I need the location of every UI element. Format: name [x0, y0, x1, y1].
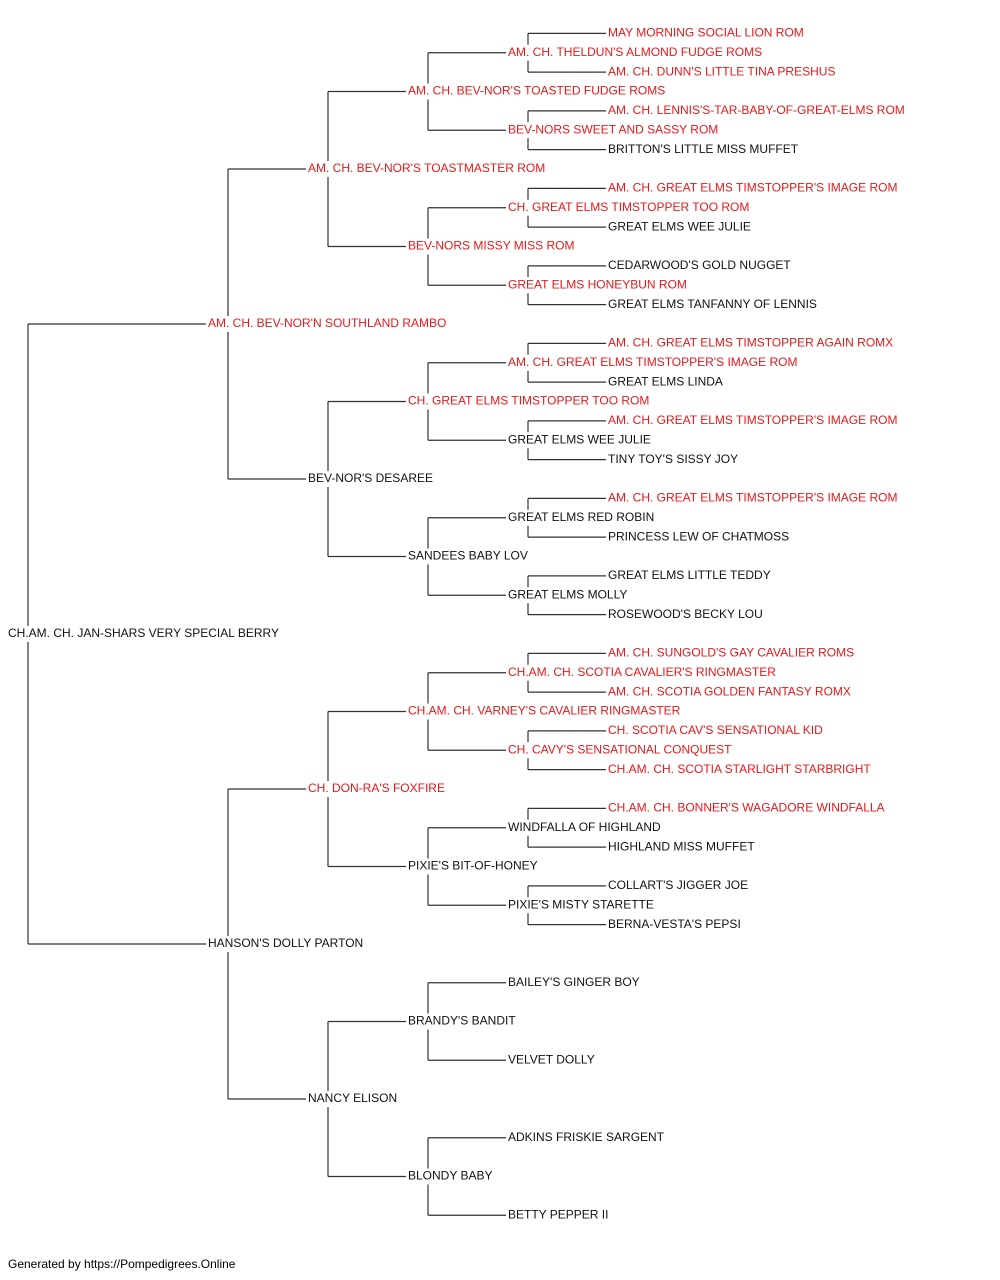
- pedigree-name-gen-2: AM. CH. BEV-NOR'S TOASTMASTER ROM: [308, 161, 545, 175]
- pedigree-name-gen-5: GREAT ELMS TANFANNY OF LENNIS: [608, 297, 817, 311]
- pedigree-name-gen-4: GREAT ELMS HONEYBUN ROM: [508, 277, 687, 291]
- pedigree-name-gen-5: MAY MORNING SOCIAL LION ROM: [608, 26, 804, 40]
- pedigree-name-gen-0: CH.AM. CH. JAN-SHARS VERY SPECIAL BERRY: [8, 626, 279, 640]
- pedigree-name-gen-4: AM. CH. THELDUN'S ALMOND FUDGE ROMS: [508, 45, 762, 59]
- pedigree-name-gen-4: BEV-NORS SWEET AND SASSY ROM: [508, 122, 718, 136]
- pedigree-name-gen-4: AM. CH. GREAT ELMS TIMSTOPPER'S IMAGE RO…: [508, 355, 797, 369]
- pedigree-name-gen-5: BRITTON'S LITTLE MISS MUFFET: [608, 142, 799, 156]
- pedigree-name-gen-4: PIXIE'S MISTY STARETTE: [508, 897, 654, 911]
- pedigree-name-gen-3: CH.AM. CH. VARNEY'S CAVALIER RINGMASTER: [408, 704, 681, 718]
- pedigree-name-gen-5: AM. CH. GREAT ELMS TIMSTOPPER'S IMAGE RO…: [608, 181, 897, 195]
- pedigree-name-gen-5: ROSEWOOD'S BECKY LOU: [608, 607, 763, 621]
- pedigree-name-gen-5: AM. CH. GREAT ELMS TIMSTOPPER'S IMAGE RO…: [608, 491, 897, 505]
- pedigree-name-gen-4: GREAT ELMS RED ROBIN: [508, 510, 654, 524]
- pedigree-name-gen-4: CH. GREAT ELMS TIMSTOPPER TOO ROM: [508, 200, 749, 214]
- pedigree-name-gen-2: NANCY ELISON: [308, 1091, 397, 1105]
- pedigree-name-gen-3: AM. CH. BEV-NOR'S TOASTED FUDGE ROMS: [408, 84, 665, 98]
- pedigree-name-gen-5: COLLART'S JIGGER JOE: [608, 878, 748, 892]
- pedigree-name-gen-4: BETTY PEPPER II: [508, 1207, 608, 1221]
- pedigree-name-gen-2: BEV-NOR'S DESAREE: [308, 471, 433, 485]
- pedigree-name-gen-5: AM. CH. DUNN'S LITTLE TINA PRESHUS: [608, 64, 835, 78]
- pedigree-name-gen-5: CH.AM. CH. BONNER'S WAGADORE WINDFALLA: [608, 801, 885, 815]
- pedigree-name-gen-5: GREAT ELMS LINDA: [608, 374, 723, 388]
- pedigree-name-gen-5: AM. CH. SCOTIA GOLDEN FANTASY ROMX: [608, 684, 851, 698]
- pedigree-name-gen-4: WINDFALLA OF HIGHLAND: [508, 820, 661, 834]
- pedigree-name-gen-5: TINY TOY'S SISSY JOY: [608, 452, 738, 466]
- pedigree-name-gen-4: CH. CAVY'S SENSATIONAL CONQUEST: [508, 742, 732, 756]
- pedigree-name-gen-5: GREAT ELMS WEE JULIE: [608, 219, 751, 233]
- pedigree-name-gen-3: CH. GREAT ELMS TIMSTOPPER TOO ROM: [408, 394, 649, 408]
- pedigree-name-gen-4: VELVET DOLLY: [508, 1052, 595, 1066]
- pedigree-name-gen-4: ADKINS FRISKIE SARGENT: [508, 1130, 665, 1144]
- pedigree-name-gen-3: BRANDY'S BANDIT: [408, 1014, 516, 1028]
- pedigree-name-gen-2: CH. DON-RA'S FOXFIRE: [308, 781, 445, 795]
- pedigree-name-gen-4: BAILEY'S GINGER BOY: [508, 975, 640, 989]
- pedigree-name-gen-5: AM. CH. SUNGOLD'S GAY CAVALIER ROMS: [608, 646, 854, 660]
- pedigree-name-gen-4: GREAT ELMS WEE JULIE: [508, 432, 651, 446]
- pedigree-name-gen-1: HANSON'S DOLLY PARTON: [208, 936, 363, 950]
- pedigree-name-gen-4: GREAT ELMS MOLLY: [508, 587, 627, 601]
- pedigree-name-gen-4: CH.AM. CH. SCOTIA CAVALIER'S RINGMASTER: [508, 665, 776, 679]
- pedigree-name-gen-5: AM. CH. GREAT ELMS TIMSTOPPER AGAIN ROMX: [608, 336, 893, 350]
- generated-by-footer: Generated by https://Pompedigrees.Online: [8, 1257, 236, 1271]
- pedigree-name-gen-5: PRINCESS LEW OF CHATMOSS: [608, 529, 789, 543]
- pedigree-name-gen-1: AM. CH. BEV-NOR'N SOUTHLAND RAMBO: [208, 316, 446, 330]
- pedigree-name-gen-5: CH. SCOTIA CAV'S SENSATIONAL KID: [608, 723, 823, 737]
- pedigree-name-gen-5: CH.AM. CH. SCOTIA STARLIGHT STARBRIGHT: [608, 762, 871, 776]
- pedigree-name-gen-5: GREAT ELMS LITTLE TEDDY: [608, 568, 771, 582]
- pedigree-name-gen-5: CEDARWOOD'S GOLD NUGGET: [608, 258, 791, 272]
- pedigree-name-gen-5: HIGHLAND MISS MUFFET: [608, 839, 755, 853]
- pedigree-name-gen-3: BLONDY BABY: [408, 1169, 492, 1183]
- pedigree-name-gen-3: BEV-NORS MISSY MISS ROM: [408, 239, 574, 253]
- pedigree-name-gen-3: SANDEES BABY LOV: [408, 549, 528, 563]
- pedigree-name-gen-5: BERNA-VESTA'S PEPSI: [608, 917, 741, 931]
- pedigree-name-gen-5: AM. CH. GREAT ELMS TIMSTOPPER'S IMAGE RO…: [608, 413, 897, 427]
- pedigree-name-gen-3: PIXIE'S BIT-OF-HONEY: [408, 859, 538, 873]
- pedigree-name-gen-5: AM. CH. LENNIS'S-TAR-BABY-OF-GREAT-ELMS …: [608, 103, 905, 117]
